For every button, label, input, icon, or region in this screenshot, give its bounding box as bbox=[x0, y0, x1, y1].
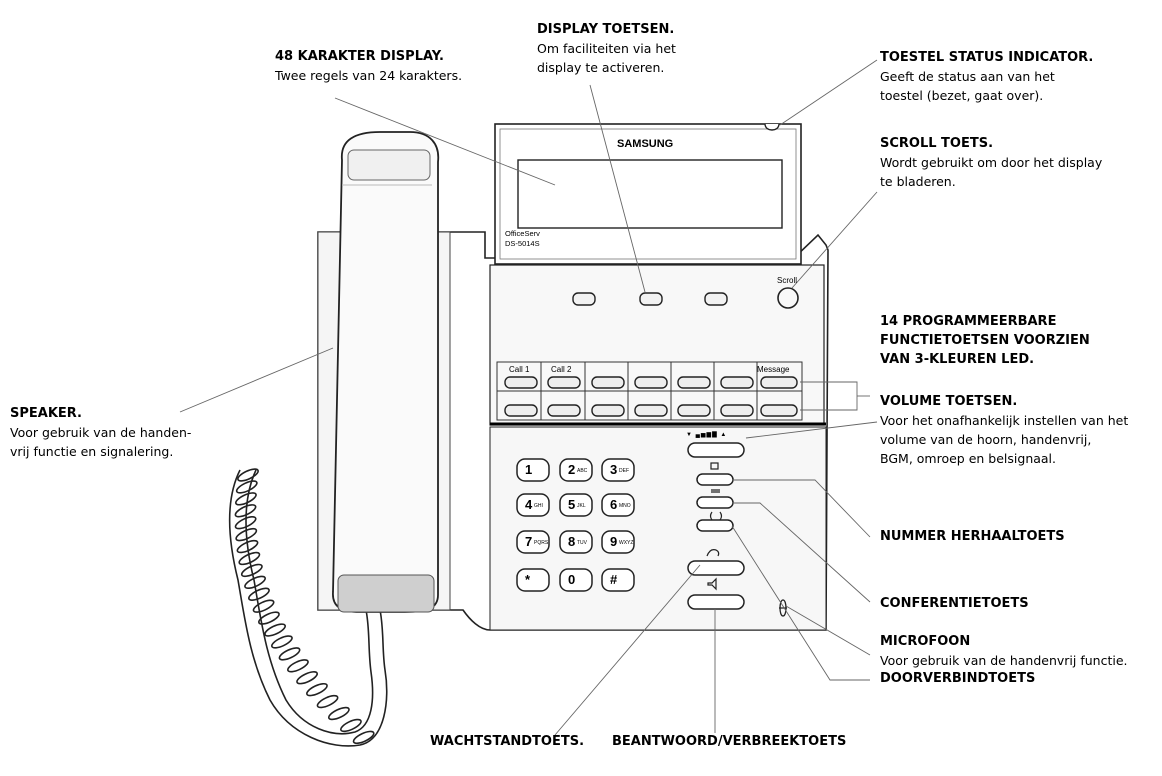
dialpad-key-letters: DEF bbox=[619, 468, 629, 474]
display-unit bbox=[494, 123, 802, 265]
dialpad-key-12: # bbox=[610, 572, 618, 587]
dialpad-key-letters: TUV bbox=[577, 540, 587, 546]
cord-coil bbox=[238, 551, 261, 566]
display-soft-key-3 bbox=[704, 292, 728, 306]
hold-icon bbox=[706, 549, 720, 557]
conference-key bbox=[696, 496, 734, 509]
cord-coil bbox=[287, 659, 309, 673]
cord-coil bbox=[234, 516, 257, 530]
label-programmable-keys: 14 PROGRAMMEERBARE FUNCTIETOETSEN VOORZI… bbox=[880, 314, 1090, 367]
dialpad-key-4: 4 bbox=[525, 497, 533, 512]
cord-coil bbox=[240, 563, 263, 578]
conference-icon bbox=[711, 489, 720, 493]
cord-coil bbox=[237, 468, 259, 482]
cord-coil bbox=[248, 587, 270, 601]
label-conference-key: CONFERENTIETOETS bbox=[880, 596, 1029, 611]
dialpad-key-10: * bbox=[525, 572, 531, 587]
dialpad-key-5: 5 bbox=[568, 497, 576, 512]
cord-coil bbox=[340, 718, 362, 733]
label-hold-key: WACHTSTANDTOETS. bbox=[430, 734, 585, 749]
hold-key bbox=[687, 560, 745, 576]
function-keys bbox=[687, 442, 745, 610]
redial-key bbox=[696, 473, 734, 486]
label-speaker: SPEAKER. Voor gebruik van de handen- vri… bbox=[10, 406, 192, 459]
brand-logo: SAMSUNG bbox=[617, 138, 674, 150]
dialpad-key-letters: JKL bbox=[577, 503, 586, 509]
status-led-icon bbox=[764, 123, 780, 131]
speaker-icon bbox=[707, 577, 717, 591]
redial-icon bbox=[710, 462, 719, 470]
dialpad-key-11: 0 bbox=[568, 572, 576, 587]
model-label-1: OfficeServ bbox=[505, 229, 540, 238]
dialpad-key-letters: ABC bbox=[577, 468, 588, 474]
label-display-keys: DISPLAY TOETSEN. Om faciliteiten via het… bbox=[537, 22, 676, 75]
dialpad-key-8: 8 bbox=[568, 534, 576, 549]
leader-lines bbox=[179, 59, 878, 736]
transfer-key bbox=[696, 519, 734, 532]
label-volume-keys: VOLUME TOETSEN. Voor het onafhankelijk i… bbox=[880, 394, 1129, 466]
dialpad-key-3: 3 bbox=[610, 462, 618, 477]
display-soft-keys bbox=[572, 292, 728, 306]
cord-coil bbox=[234, 504, 257, 518]
cord-coil bbox=[235, 492, 257, 506]
dialpad bbox=[516, 458, 635, 592]
speaker-key bbox=[687, 594, 745, 610]
label-redial-key: NUMMER HERHAALTOETS bbox=[880, 529, 1065, 544]
label-answer-key: BEANTWOORD/VERBREEKTOETS bbox=[612, 734, 847, 749]
display-soft-key-2 bbox=[639, 292, 663, 306]
cord-coil bbox=[235, 480, 258, 494]
transfer-icon bbox=[709, 511, 723, 521]
key-label-message: Message bbox=[757, 365, 790, 374]
programmable-keys bbox=[504, 376, 798, 417]
dialpad-key-letters: GHI bbox=[534, 503, 543, 509]
dialpad-key-1: 1 bbox=[525, 462, 533, 477]
label-48-character-display: 48 KARAKTER DISPLAY. Twee regels van 24 … bbox=[275, 49, 463, 83]
cord-coil bbox=[264, 623, 286, 637]
cord-coil bbox=[352, 730, 375, 745]
cord-coil bbox=[327, 706, 350, 721]
dialpad-key-9: 9 bbox=[610, 534, 618, 549]
volume-key bbox=[687, 442, 745, 458]
dialpad-key-letters: MNO bbox=[619, 503, 631, 509]
cord-coil bbox=[278, 647, 301, 661]
handset bbox=[332, 131, 440, 613]
dialpad-key-letters: WXYZ bbox=[619, 540, 634, 546]
label-microphone: MICROFOON Voor gebruik van de handenvrij… bbox=[880, 634, 1128, 668]
label-transfer-key: DOORVERBINDTOETS bbox=[880, 671, 1036, 686]
cord-coil bbox=[252, 599, 275, 613]
cord-coil bbox=[316, 694, 339, 709]
dialpad-key-6: 6 bbox=[610, 497, 618, 512]
scroll-key bbox=[777, 287, 799, 309]
programmable-keys-grid bbox=[496, 361, 803, 421]
scroll-key-label: Scroll bbox=[777, 276, 798, 285]
key-label-call1: Call 1 bbox=[509, 365, 530, 374]
dialpad-key-2: 2 bbox=[568, 462, 576, 477]
cord-coil bbox=[258, 611, 280, 625]
cord-coil bbox=[271, 635, 293, 649]
cord-coil bbox=[236, 539, 259, 554]
cord-coil bbox=[244, 575, 266, 590]
cord-coil bbox=[306, 682, 328, 697]
key-label-call2: Call 2 bbox=[551, 365, 572, 374]
dialpad-key-letters: PQRS bbox=[534, 540, 549, 546]
model-label-2: DS-5014S bbox=[505, 239, 540, 248]
label-scroll-key: SCROLL TOETS. Wordt gebruikt om door het… bbox=[880, 136, 1103, 189]
cord-coil bbox=[296, 671, 318, 685]
display-soft-key-1 bbox=[572, 292, 596, 306]
dialpad-key-7: 7 bbox=[525, 534, 533, 549]
coiled-cord bbox=[228, 468, 388, 747]
label-status-indicator: TOESTEL STATUS INDICATOR. Geeft de statu… bbox=[880, 50, 1094, 103]
microphone-icon bbox=[779, 599, 787, 617]
volume-label: ▼ ▄▅▆▇ ▲ bbox=[686, 432, 728, 438]
cord-coil bbox=[235, 527, 258, 542]
